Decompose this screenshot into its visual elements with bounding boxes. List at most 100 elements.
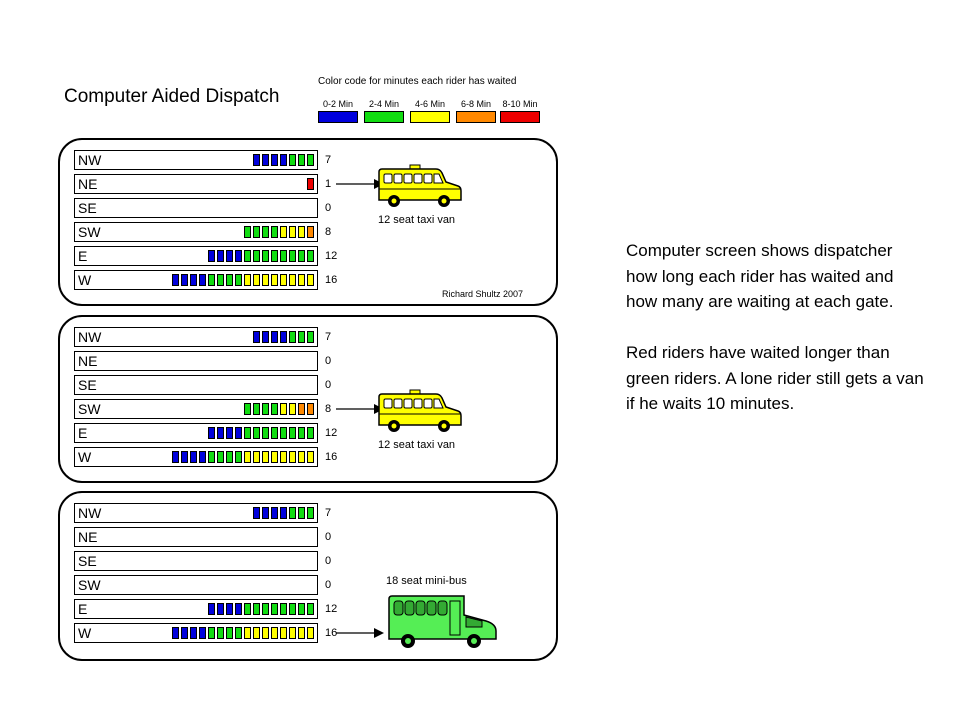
rider-cell (244, 603, 251, 615)
rider-cell (253, 507, 260, 519)
gate-label: NW (78, 505, 102, 521)
gate-row: NW (74, 150, 318, 170)
rider-cell (181, 627, 188, 639)
gate-row: NE (74, 351, 318, 371)
rider-cells (253, 154, 314, 166)
rider-count: 12 (325, 603, 338, 615)
rider-cell (262, 331, 269, 343)
rider-cell (253, 403, 260, 415)
gate-row: SW (74, 222, 318, 242)
rider-cell (289, 154, 296, 166)
rider-cell (172, 451, 179, 463)
rider-cell (271, 603, 278, 615)
rider-cell (289, 603, 296, 615)
gate-row: NE (74, 527, 318, 547)
page-title: Computer Aided Dispatch (64, 86, 280, 107)
gate-label: NE (78, 353, 98, 369)
rider-cell (307, 451, 314, 463)
rider-cells (208, 250, 314, 262)
rider-cell (181, 451, 188, 463)
rider-cell (307, 427, 314, 439)
gate-label: E (78, 601, 88, 617)
rider-cell (307, 274, 314, 286)
legend-label: 0-2 Min (322, 99, 353, 109)
gate-label: SE (78, 200, 97, 216)
rider-cell (253, 274, 260, 286)
gate-label: NW (78, 152, 102, 168)
gate-row: W (74, 270, 318, 290)
rider-cell (307, 603, 314, 615)
gate-label: NE (78, 176, 98, 192)
rider-cell (262, 226, 269, 238)
rider-count: 16 (325, 274, 338, 286)
rider-cell (307, 403, 314, 415)
rider-cell (244, 274, 251, 286)
vehicle-label: 18 seat mini-bus (386, 575, 467, 587)
gate-label: E (78, 425, 88, 441)
rider-cell (307, 154, 314, 166)
credit-text: Richard Shultz 2007 (442, 289, 524, 299)
gate-label: SE (78, 377, 97, 393)
rider-cell (190, 451, 197, 463)
rider-cell (298, 331, 305, 343)
rider-cell (244, 226, 251, 238)
rider-cell (262, 154, 269, 166)
gate-row: SE (74, 198, 318, 218)
legend-item: 6-8 Min (456, 99, 496, 123)
rider-cells (253, 331, 314, 343)
rider-cell (298, 603, 305, 615)
rider-cell (199, 451, 206, 463)
rider-cell (208, 603, 215, 615)
rider-cell (307, 226, 314, 238)
rider-count: 0 (325, 531, 332, 543)
gate-row: SE (74, 551, 318, 571)
rider-cell (217, 250, 224, 262)
rider-count: 1 (325, 178, 332, 190)
description-paragraph-1: Computer screen shows dispatcher how lon… (626, 241, 894, 311)
rider-cell (289, 507, 296, 519)
legend-swatch (364, 111, 404, 123)
rider-cell (262, 627, 269, 639)
description: Computer screen shows dispatcher how lon… (626, 238, 926, 442)
gate-label: NE (78, 529, 98, 545)
rider-cell (271, 507, 278, 519)
green-mini-bus-icon (386, 593, 498, 656)
legend-item: 0-2 Min (318, 99, 358, 123)
gate-label: W (78, 449, 92, 465)
rider-cell (280, 226, 287, 238)
rider-cell (280, 331, 287, 343)
rider-cell (271, 427, 278, 439)
rider-cell (271, 331, 278, 343)
vehicle-label: 12 seat taxi van (378, 439, 456, 451)
rider-cell (262, 250, 269, 262)
rider-cell (289, 331, 296, 343)
rider-cell (289, 250, 296, 262)
rider-cell (235, 427, 242, 439)
rider-count: 12 (325, 250, 338, 262)
rider-count: 0 (325, 555, 332, 567)
rider-cell (226, 427, 233, 439)
rider-cells (244, 403, 314, 415)
rider-cell (253, 331, 260, 343)
rider-cell (298, 250, 305, 262)
rider-cells (253, 507, 314, 519)
rider-cell (289, 627, 296, 639)
rider-cell (244, 250, 251, 262)
rider-cell (307, 627, 314, 639)
legend-label: 6-8 Min (460, 99, 491, 109)
description-paragraph-2: Red riders have waited longer than green… (626, 343, 924, 413)
rider-count: 12 (325, 427, 338, 439)
rider-cell (280, 403, 287, 415)
rider-count: 0 (325, 379, 332, 391)
rider-count: 7 (325, 331, 332, 343)
rider-cell (271, 226, 278, 238)
rider-cell (280, 603, 287, 615)
gate-label: SW (78, 577, 101, 593)
rider-cell (289, 226, 296, 238)
yellow-taxi-van-icon (376, 164, 462, 215)
legend-label: 4-6 Min (414, 99, 445, 109)
rider-cell (298, 507, 305, 519)
rider-cells (172, 627, 314, 639)
